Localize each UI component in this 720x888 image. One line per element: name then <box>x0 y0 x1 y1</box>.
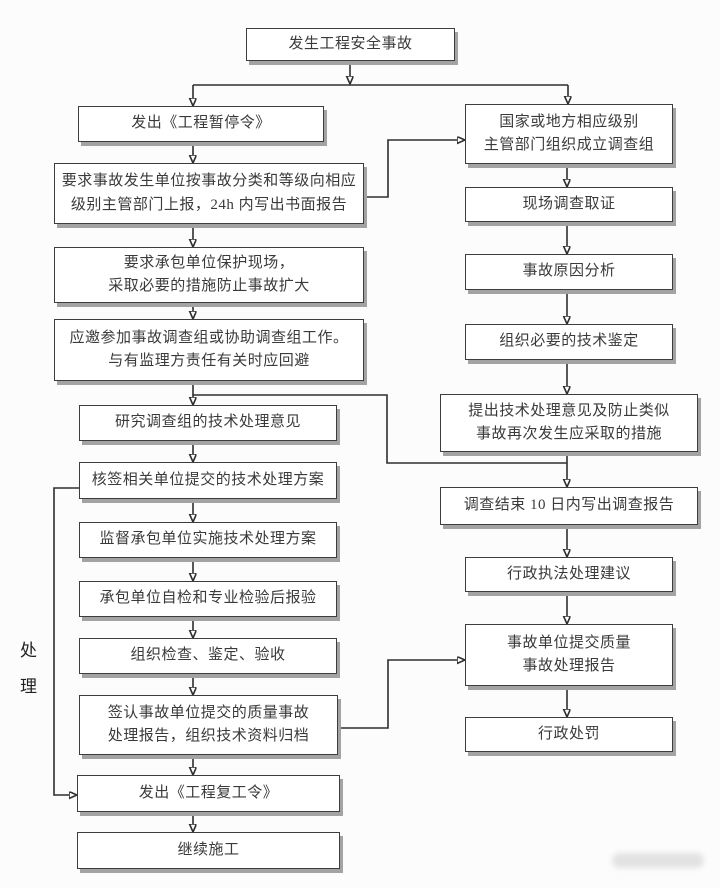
connector-bypass-to-resume <box>53 487 79 795</box>
node-contractor-selfcheck: 承包单位自检和专业检验后报验 <box>79 581 337 617</box>
connector-sign-to-submit <box>338 660 457 729</box>
node-propose-measures: 提出技术处理意见及防止类似 事故再次发生应采取的措施 <box>440 394 698 452</box>
node-site-evidence: 现场调查取证 <box>465 187 673 222</box>
node-organize-acceptance: 组织检查、鉴定、验收 <box>79 638 337 674</box>
node-join-investigation: 应邀参加事故调查组或协助调查组工作。 与有监理方责任有关时应回避 <box>54 319 364 381</box>
node-start: 发生工程安全事故 <box>246 28 455 61</box>
side-label-handling: 处 理 <box>20 641 37 696</box>
node-law-enforcement-advice: 行政执法处理建议 <box>465 557 673 592</box>
node-continue-construction: 继续施工 <box>77 832 340 869</box>
node-report-24h: 要求事故发生单位按事故分类和等级向相应 级别主管部门上报，24h 内写出书面报告 <box>54 163 364 224</box>
connector-report-to-team <box>364 140 457 198</box>
node-tech-appraisal: 组织必要的技术鉴定 <box>465 324 673 360</box>
node-protect-site: 要求承包单位保护现场， 采取必要的措施防止事故扩大 <box>54 247 364 303</box>
node-study-opinion: 研究调查组的技术处理意见 <box>79 405 337 441</box>
node-countersign-plan: 核签相关单位提交的技术处理方案 <box>79 462 337 499</box>
node-submit-quality-report: 事故单位提交质量 事故处理报告 <box>465 624 673 686</box>
watermark-smudge <box>612 853 704 868</box>
node-supervise-implement: 监督承包单位实施技术处理方案 <box>79 522 337 558</box>
node-issue-stop-order: 发出《工程暂停令》 <box>78 106 324 142</box>
node-sign-report-archive: 签认事故单位提交的质量事故 处理报告，组织技术资料归档 <box>79 695 338 755</box>
node-report-10-days: 调查结束 10 日内写出调查报告 <box>440 487 698 525</box>
node-form-investigation-team: 国家或地方相应级别 主管部门组织成立调查组 <box>465 104 673 164</box>
node-admin-penalty: 行政处罚 <box>465 717 673 752</box>
node-cause-analysis: 事故原因分析 <box>465 254 673 290</box>
node-issue-resume-order: 发出《工程复工令》 <box>77 775 340 812</box>
